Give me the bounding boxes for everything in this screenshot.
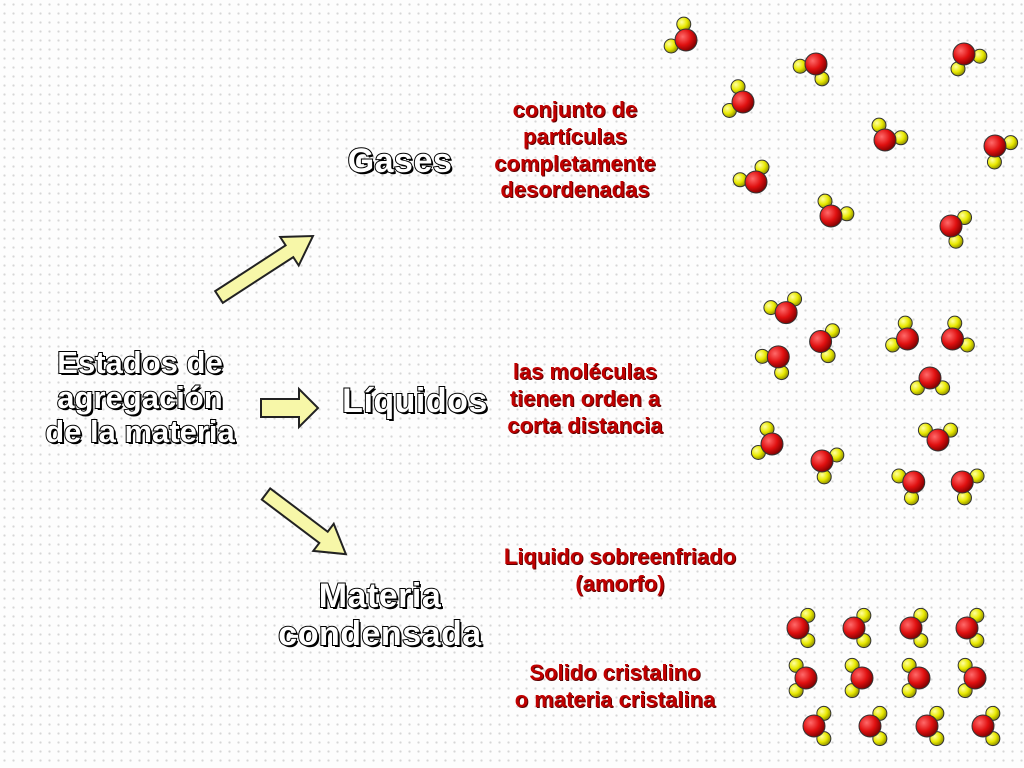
crystal-lattice bbox=[786, 607, 1001, 747]
amorfo-line-2: (amorfo) bbox=[575, 570, 665, 596]
water-molecule bbox=[909, 366, 951, 396]
oxygen-atom bbox=[955, 616, 979, 640]
oxygen-atom bbox=[766, 345, 790, 369]
liquidos-description-line-3: corta distancia bbox=[507, 412, 663, 438]
oxygen-atom bbox=[850, 666, 874, 690]
oxygen-atom bbox=[858, 714, 882, 738]
water-molecule bbox=[817, 193, 855, 228]
main-title-line-3: de la materia bbox=[44, 414, 236, 450]
water-molecule bbox=[899, 607, 929, 649]
oxygen-atom bbox=[804, 52, 828, 76]
liquid-molecules bbox=[750, 291, 985, 506]
liquidos-description: las moléculas tienen orden a corta dista… bbox=[480, 359, 690, 439]
main-title-line-1: Estados de bbox=[56, 344, 223, 380]
water-molecule bbox=[957, 657, 987, 699]
water-molecule bbox=[802, 705, 832, 747]
oxygen-atom bbox=[802, 714, 826, 738]
oxygen-atom bbox=[899, 616, 923, 640]
water-molecule bbox=[754, 345, 790, 381]
cristalino-line-2: o materia cristalina bbox=[514, 686, 716, 712]
gas-molecules bbox=[663, 16, 1019, 249]
amorfo-line-1: Liquido sobreenfriado bbox=[503, 544, 737, 569]
oxygen-atom bbox=[731, 90, 755, 114]
water-molecule bbox=[842, 607, 872, 649]
water-molecule bbox=[901, 657, 931, 699]
water-molecule bbox=[809, 323, 840, 364]
water-molecule bbox=[941, 315, 975, 353]
water-molecule bbox=[917, 422, 959, 452]
water-molecule bbox=[732, 159, 770, 194]
gases-description: conjunto de partículas completamente des… bbox=[470, 97, 680, 204]
water-molecule bbox=[750, 421, 784, 460]
water-molecule bbox=[663, 16, 698, 54]
main-title-line-2: agregación bbox=[56, 379, 223, 415]
oxygen-atom bbox=[939, 214, 963, 238]
water-molecule bbox=[983, 134, 1019, 170]
liquidos-label: Líquidos bbox=[341, 381, 488, 421]
oxygen-atom bbox=[744, 170, 768, 194]
oxygen-atom bbox=[950, 470, 974, 494]
oxygen-atom bbox=[760, 432, 784, 456]
oxygen-atom bbox=[926, 428, 950, 452]
oxygen-atom bbox=[918, 366, 942, 390]
amorfo-description: Liquido sobreenfriado (amorfo) bbox=[480, 544, 760, 598]
oxygen-atom bbox=[674, 28, 698, 52]
oxygen-atom bbox=[786, 616, 810, 640]
oxygen-atom bbox=[941, 327, 965, 351]
oxygen-atom bbox=[794, 666, 818, 690]
water-molecule bbox=[792, 52, 830, 87]
gases-description-line-4: desordenadas bbox=[500, 177, 650, 203]
gases-label: Gases bbox=[347, 141, 453, 181]
water-molecule bbox=[721, 79, 755, 118]
oxygen-atom bbox=[819, 204, 843, 228]
oxygen-atom bbox=[774, 301, 798, 325]
materia-condensada-line-2: condensada bbox=[277, 614, 482, 654]
oxygen-atom bbox=[895, 327, 919, 351]
oxygen-atom bbox=[915, 714, 939, 738]
cristalino-line-1: Solido cristalino bbox=[529, 660, 701, 685]
arrow-to-liquidos bbox=[260, 386, 320, 430]
water-molecule bbox=[871, 117, 909, 152]
gases-description-line-1: conjunto de bbox=[512, 97, 638, 122]
water-molecule bbox=[858, 705, 888, 747]
water-molecule bbox=[915, 705, 945, 747]
arrow-to-gases bbox=[213, 234, 315, 305]
water-molecule bbox=[891, 468, 926, 506]
water-molecule bbox=[971, 705, 1001, 747]
liquidos-description-line-1: las moléculas bbox=[512, 359, 658, 384]
water-molecule bbox=[939, 210, 973, 249]
water-molecule bbox=[844, 657, 874, 699]
gases-description-line-2: partículas bbox=[523, 123, 627, 149]
water-molecule bbox=[788, 657, 818, 699]
liquidos-description-line-2: tienen orden a bbox=[509, 385, 661, 411]
gases-description-line-3: completamente bbox=[494, 150, 656, 176]
cristalino-description: Solido cristalino o materia cristalina bbox=[485, 660, 745, 714]
oxygen-atom bbox=[983, 134, 1007, 158]
oxygen-atom bbox=[952, 42, 976, 66]
water-molecule bbox=[950, 42, 988, 77]
materia-condensada-line-1: Materia bbox=[318, 576, 442, 616]
oxygen-atom bbox=[873, 128, 897, 152]
water-molecule bbox=[885, 315, 919, 353]
water-molecule bbox=[950, 468, 985, 506]
main-title: Estados de agregación de la materia bbox=[28, 344, 252, 450]
water-molecule bbox=[786, 607, 816, 649]
water-molecule bbox=[955, 607, 985, 649]
oxygen-atom bbox=[971, 714, 995, 738]
water-molecule bbox=[763, 291, 803, 325]
water-molecule bbox=[810, 447, 845, 485]
arrow-to-materia-condensada bbox=[260, 487, 348, 556]
oxygen-atom bbox=[842, 616, 866, 640]
oxygen-atom bbox=[902, 470, 926, 494]
oxygen-atom bbox=[809, 330, 833, 354]
oxygen-atom bbox=[907, 666, 931, 690]
oxygen-atom bbox=[810, 449, 834, 473]
materia-condensada-label: Materia condensada bbox=[275, 576, 485, 654]
oxygen-atom bbox=[963, 666, 987, 690]
